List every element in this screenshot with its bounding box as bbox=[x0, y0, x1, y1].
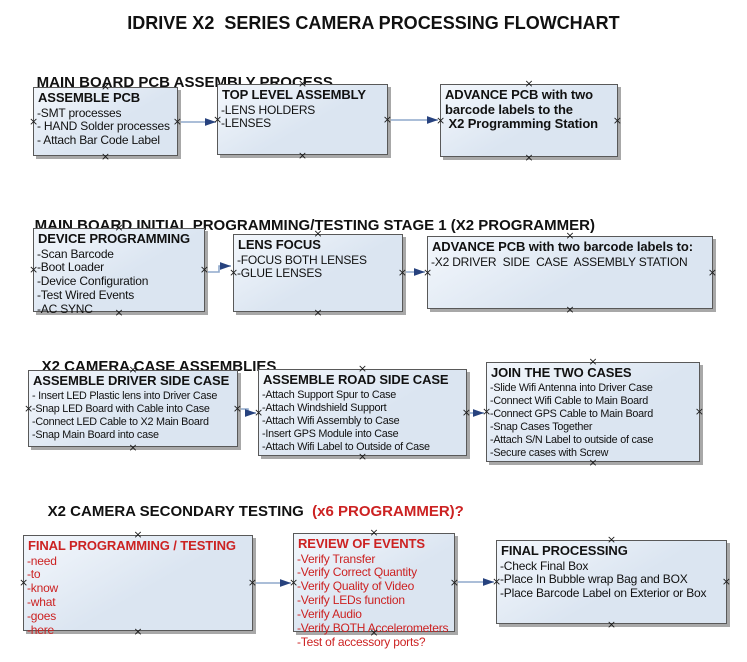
box-item: -AC SYNC bbox=[37, 302, 93, 317]
section-heading-text: MAIN BOARD PCB ASSEMBLY PROCESS bbox=[36, 74, 333, 91]
box-review-of-events: REVIEW OF EVENTS -Verify Transfer-Verify… bbox=[289, 527, 459, 649]
box-title: ADVANCE PCB with two barcode labels to: bbox=[432, 239, 693, 254]
box-device-programming: DEVICE PROGRAMMING -Scan Barcode-Boot Lo… bbox=[29, 222, 209, 318]
box-item-list: -Slide Wifi Antenna into Driver Case-Con… bbox=[487, 381, 699, 461]
box-join-the-two-cases: JOIN THE TWO CASES -Slide Wifi Antenna i… bbox=[482, 356, 704, 468]
box-item: -Attach S/N Label to outside of case bbox=[490, 434, 654, 447]
box-item: -Snap LED Board with Cable into Case bbox=[32, 402, 210, 415]
box-item-list: -LENS HOLDERS-LENSES bbox=[218, 103, 387, 132]
box-item-list: -X2 DRIVER SIDE CASE ASSEMBLY STATION bbox=[428, 255, 712, 270]
box-title: JOIN THE TWO CASES bbox=[491, 365, 632, 380]
box-title: ASSEMBLE DRIVER SIDE CASE bbox=[33, 373, 230, 388]
box-item: -SMT processes bbox=[37, 105, 122, 120]
box-title: ASSEMBLE ROAD SIDE CASE bbox=[263, 372, 449, 387]
box-item: -GLUE LENSES bbox=[237, 266, 322, 281]
box-item: -FOCUS BOTH LENSES bbox=[237, 252, 367, 267]
box-item: -what bbox=[27, 595, 56, 610]
box-item: -Verify BOTH Accelerometers bbox=[297, 621, 449, 636]
section-heading-pcb-assembly: MAIN BOARD PCB ASSEMBLY PROCESS bbox=[20, 57, 333, 108]
box-item: -Slide Wifi Antenna into Driver Case bbox=[490, 381, 653, 394]
box-assemble-driver-side-case: ASSEMBLE DRIVER SIDE CASE - Insert LED P… bbox=[24, 364, 242, 453]
box-item: -X2 DRIVER SIDE CASE ASSEMBLY STATION bbox=[431, 254, 688, 269]
box-item: -Attach Support Spur to Case bbox=[262, 388, 397, 401]
section-heading-suffix: (x6 PROGRAMMER)? bbox=[303, 503, 464, 520]
box-item: -Verify Audio bbox=[297, 607, 362, 622]
box-item: -LENS HOLDERS bbox=[221, 102, 316, 117]
box-item-list: - Insert LED Plastic lens into Driver Ca… bbox=[29, 389, 237, 443]
box-item: -LENSES bbox=[221, 116, 271, 131]
box-item: -here bbox=[27, 623, 55, 638]
box-item: -Check Final Box bbox=[500, 558, 589, 573]
box-title: DEVICE PROGRAMMING bbox=[38, 231, 191, 246]
box-item: -Insert GPS Module into Case bbox=[262, 428, 399, 441]
box-final-programming-testing: FINAL PROGRAMMING / TESTING -need-to-kno… bbox=[19, 529, 257, 637]
box-item: -Boot Loader bbox=[37, 260, 104, 275]
box-item: -need bbox=[27, 553, 57, 568]
box-item: - Insert LED Plastic lens into Driver Ca… bbox=[32, 389, 218, 402]
box-item-list: -need-to-know-what-goes-here bbox=[24, 554, 252, 638]
box-assemble-road-side-case: ASSEMBLE ROAD SIDE CASE -Attach Support … bbox=[254, 363, 471, 462]
box-title: ADVANCE PCB with two barcode labels to t… bbox=[445, 87, 599, 132]
box-item: -Attach Windshield Support bbox=[262, 401, 387, 414]
box-item-list: -Scan Barcode-Boot Loader-Device Configu… bbox=[34, 247, 204, 318]
box-item: -to bbox=[27, 567, 41, 582]
box-advance-pcb-programming-station: ADVANCE PCB with two barcode labels to t… bbox=[436, 78, 622, 163]
box-title: FINAL PROGRAMMING / TESTING bbox=[28, 538, 236, 553]
box-item: -Verify Transfer bbox=[297, 551, 376, 566]
box-item: -know bbox=[27, 581, 59, 596]
box-item: -Secure cases with Screw bbox=[490, 447, 609, 460]
box-assemble-pcb: ASSEMBLE PCB -SMT processes- HAND Solder… bbox=[29, 81, 182, 162]
box-item: -Place Barcode Label on Exterior or Box bbox=[500, 586, 707, 601]
box-top-level-assembly: TOP LEVEL ASSEMBLY -LENS HOLDERS-LENSES … bbox=[213, 78, 392, 161]
box-title: ASSEMBLE PCB bbox=[38, 90, 141, 105]
box-title: TOP LEVEL ASSEMBLY bbox=[222, 87, 366, 102]
box-item: -Place In Bubble wrap Bag and BOX bbox=[500, 572, 688, 587]
box-item-list: -SMT processes- HAND Solder processes- A… bbox=[34, 106, 177, 149]
connector-arrow bbox=[239, 408, 256, 417]
box-advance-pcb-case-assembly: ADVANCE PCB with two barcode labels to: … bbox=[423, 230, 717, 315]
box-item: -Snap Main Board into case bbox=[32, 429, 159, 442]
box-item: -Attach Wifi Assembly to Case bbox=[262, 414, 400, 427]
box-item: -Connect Wifi Cable to Main Board bbox=[490, 394, 648, 407]
box-item: - HAND Solder processes bbox=[37, 119, 170, 134]
box-item: -Attach Wifi Label to Outside of Case bbox=[262, 441, 430, 454]
box-item: -Connect GPS Cable to Main Board bbox=[490, 407, 654, 420]
box-item: -Verify LEDs function bbox=[297, 593, 405, 608]
box-lens-focus: LENS FOCUS -FOCUS BOTH LENSES-GLUE LENSE… bbox=[229, 228, 407, 318]
box-item: -Scan Barcode bbox=[37, 246, 114, 261]
connector-arrow bbox=[206, 262, 231, 273]
box-item: -Test Wired Events bbox=[37, 288, 135, 303]
box-item: -Device Configuration bbox=[37, 274, 149, 289]
box-title: REVIEW OF EVENTS bbox=[298, 536, 425, 551]
box-item: -goes bbox=[27, 609, 57, 624]
box-title: FINAL PROCESSING bbox=[501, 543, 628, 558]
box-item: -Verify Quality of Video bbox=[297, 579, 415, 594]
box-item: -Snap Cases Together bbox=[490, 421, 593, 434]
box-item: - Attach Bar Code Label bbox=[37, 133, 160, 148]
section-heading-text: X2 CAMERA SECONDARY TESTING bbox=[47, 503, 304, 520]
box-item-list: -Verify Transfer-Verify Correct Quantity… bbox=[294, 552, 454, 650]
box-item: -Test of accessory ports? bbox=[297, 634, 426, 649]
box-item-list: -Attach Support Spur to Case-Attach Wind… bbox=[259, 388, 466, 455]
box-item: -Connect LED Cable to X2 Main Board bbox=[32, 415, 209, 428]
box-final-processing: FINAL PROCESSING -Check Final Box-Place … bbox=[492, 534, 731, 630]
box-item: -Verify Correct Quantity bbox=[297, 565, 417, 580]
page-title: IDRIVE X2 SERIES CAMERA PROCESSING FLOWC… bbox=[127, 13, 620, 33]
box-title: LENS FOCUS bbox=[238, 237, 321, 252]
box-item-list: -FOCUS BOTH LENSES-GLUE LENSES bbox=[234, 253, 402, 282]
box-item-list: -Check Final Box-Place In Bubble wrap Ba… bbox=[497, 559, 726, 602]
section-heading-secondary-testing: X2 CAMERA SECONDARY TESTING (x6 PROGRAMM… bbox=[31, 486, 464, 537]
